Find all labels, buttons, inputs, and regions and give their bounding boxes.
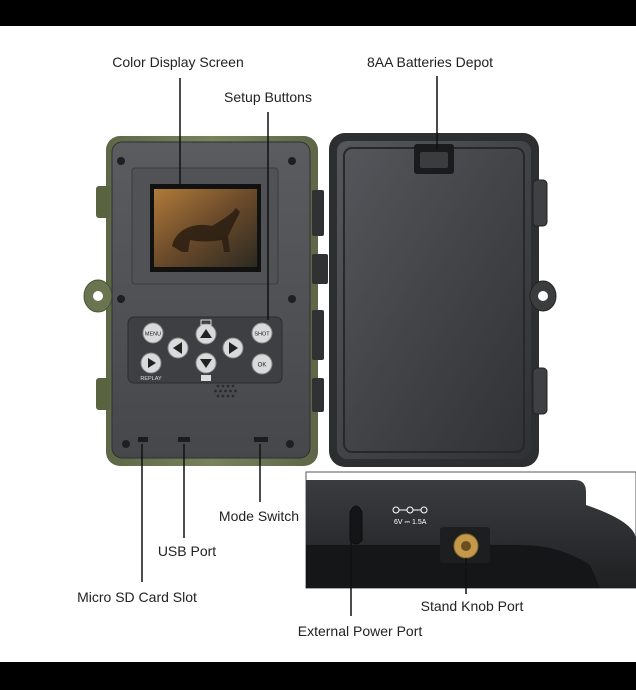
label-usb-port: USB Port [158, 543, 216, 559]
replay-button-label: REPLAY [140, 376, 162, 382]
right-arrow-icon [229, 342, 238, 354]
camera-body: MENU SHOT OK REPLAY [83, 136, 318, 466]
power-polarity-icon [392, 506, 428, 514]
camera-bottom-base [306, 545, 600, 588]
screw [122, 440, 130, 448]
bottom-inset: 6V ⎓ 1.5A [305, 471, 636, 589]
label-batteries: 8AA Batteries Depot [367, 54, 493, 70]
usb-port[interactable] [178, 437, 190, 442]
screen-wildlife-image [172, 208, 240, 252]
battery-lid [329, 133, 557, 467]
play-icon [148, 358, 156, 368]
up-arrow-icon [200, 329, 212, 338]
battery-latch-grip [420, 152, 448, 168]
power-rating-label: 6V ⎓ 1.5A [394, 519, 427, 526]
mode-switch[interactable] [254, 437, 268, 442]
label-mode-switch: Mode Switch [219, 508, 299, 524]
shot-button[interactable] [251, 322, 273, 344]
left-arrow-icon [173, 342, 182, 354]
hinge [312, 190, 328, 412]
menu-button[interactable] [142, 322, 164, 344]
screw [286, 440, 294, 448]
ok-button[interactable] [251, 353, 273, 375]
camera-mode-icon [201, 375, 211, 381]
screw [288, 295, 296, 303]
video-mode-icon [200, 319, 212, 326]
screw [117, 157, 125, 165]
label-external-power: External Power Port [298, 623, 423, 639]
hinge-lug-top-left [96, 186, 110, 218]
callout-lines [141, 76, 467, 616]
speaker-grille [214, 384, 237, 398]
power-port-cover[interactable] [349, 505, 363, 545]
strap-hole-left [93, 291, 103, 301]
side-clip-bottom[interactable] [532, 367, 548, 415]
screw [288, 157, 296, 165]
label-color-display: Color Display Screen [112, 54, 244, 70]
screw [117, 295, 125, 303]
hinge-lug-bottom-left [96, 378, 110, 410]
label-setup-buttons: Setup Buttons [224, 89, 312, 105]
ok-button-label: OK [258, 363, 267, 369]
label-stand-knob: Stand Knob Port [421, 598, 524, 614]
label-micro-sd: Micro SD Card Slot [77, 589, 197, 605]
stand-knob-thread [461, 541, 471, 551]
button-panel [127, 316, 283, 384]
down-arrow-icon [200, 359, 212, 368]
menu-button-label: MENU [145, 332, 161, 338]
lid-inner [337, 141, 531, 459]
strap-hole-right [538, 291, 548, 301]
micro-sd-slot[interactable] [138, 437, 148, 442]
side-clip-top[interactable] [532, 179, 548, 227]
shot-button-label: SHOT [254, 332, 270, 338]
